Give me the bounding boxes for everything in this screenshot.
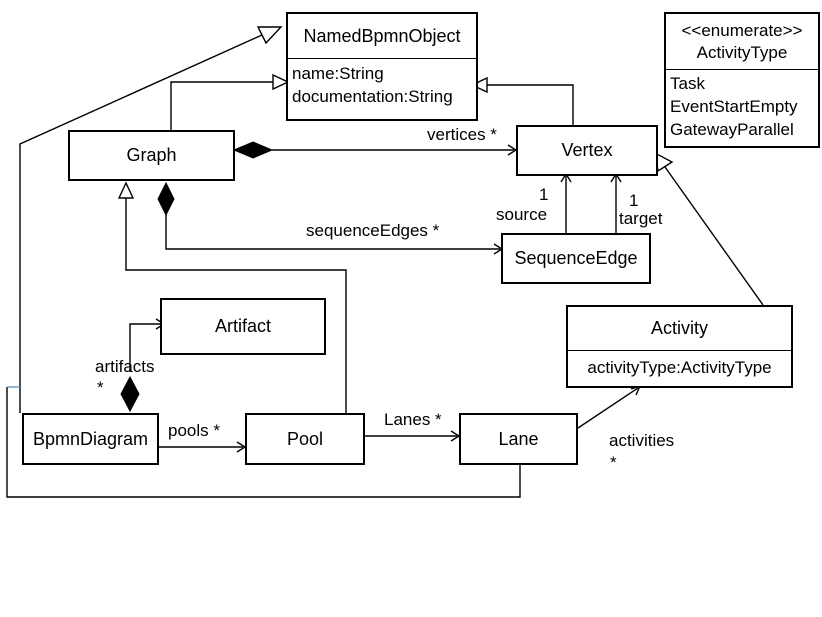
class-name: Graph (126, 145, 177, 165)
activity-generalization-line (664, 166, 764, 306)
pool-inheritance-arrowhead-icon (117, 181, 135, 199)
class-name: SequenceEdge (514, 248, 638, 268)
target-role-label: target (619, 209, 663, 228)
sequence-edges-association-line (165, 214, 500, 250)
class-graph[interactable]: Graph (68, 130, 235, 181)
diagram-artifacts-composition-diamond-icon (120, 375, 140, 413)
class-vertex[interactable]: Vertex (516, 125, 658, 176)
source-role-label: source (496, 205, 548, 224)
sequence-edges-role-label: sequenceEdges * (306, 221, 440, 240)
target-multiplicity-label: 1 (629, 191, 639, 210)
class-name: Activity (650, 318, 708, 338)
pools-role-label: pools * (168, 421, 220, 440)
graph-inheritance-arrowhead-icon (272, 73, 290, 91)
class-name: Vertex (561, 140, 613, 160)
enum-literal: Task (670, 74, 705, 93)
class-artifact[interactable]: Artifact (160, 298, 326, 355)
class-bpmn-diagram[interactable]: BpmnDiagram (22, 413, 159, 465)
diagram-generalization-line (19, 34, 263, 413)
artifacts-multiplicity-label: * (97, 378, 104, 397)
attribute: name:String (292, 64, 384, 83)
class-lane[interactable]: Lane (459, 413, 578, 465)
class-name: Lane (498, 428, 539, 449)
class-activity[interactable]: Activity activityType:ActivityType (566, 305, 793, 388)
artifacts-association-line (129, 323, 162, 372)
artifacts-role-label: artifacts (95, 357, 155, 376)
attribute: activityType:ActivityType (587, 358, 772, 377)
class-name: Pool (286, 428, 324, 449)
pool-generalization-line (125, 197, 347, 413)
activities-association-line (577, 387, 639, 429)
vertices-role-label: vertices * (427, 125, 497, 144)
lanes-role-label: Lanes * (384, 410, 442, 429)
lane-outer-line (6, 387, 521, 498)
class-name: ActivityType (696, 42, 788, 62)
graph-generalization-line (170, 81, 273, 130)
activities-role-label: activities (609, 431, 675, 450)
class-name: NamedBpmnObject (303, 25, 461, 46)
activities-multiplicity-label: * (610, 453, 617, 472)
attribute: documentation:String (292, 87, 453, 106)
graph-vertices-composition-diamond-icon (232, 141, 274, 159)
attribute-list: name:String documentation:String (288, 58, 476, 119)
class-sequence-edge[interactable]: SequenceEdge (501, 233, 651, 284)
vertex-generalization-line (487, 84, 574, 125)
literal-list: Task EventStartEmpty GatewayParallel (666, 69, 818, 146)
class-name: Artifact (214, 316, 271, 336)
attribute-list: activityType:ActivityType (568, 350, 791, 386)
enum-literal: EventStartEmpty (670, 97, 798, 116)
diagram-inheritance-arrowhead-icon (256, 26, 283, 45)
class-named-bpmn-object[interactable]: NamedBpmnObject name:String documentatio… (286, 12, 478, 121)
class-name: BpmnDiagram (32, 428, 149, 449)
graph-edges-composition-diamond-icon (157, 181, 175, 217)
enum-literal: GatewayParallel (670, 120, 794, 139)
source-multiplicity-label: 1 (539, 185, 549, 204)
vertex-inheritance-arrowhead-icon (470, 76, 488, 94)
stereotype: <<enumerate>> (681, 20, 803, 40)
enum-header: <<enumerate>> ActivityType (666, 14, 818, 69)
class-pool[interactable]: Pool (245, 413, 365, 465)
enum-activity-type[interactable]: <<enumerate>> ActivityType Task EventSta… (664, 12, 820, 148)
